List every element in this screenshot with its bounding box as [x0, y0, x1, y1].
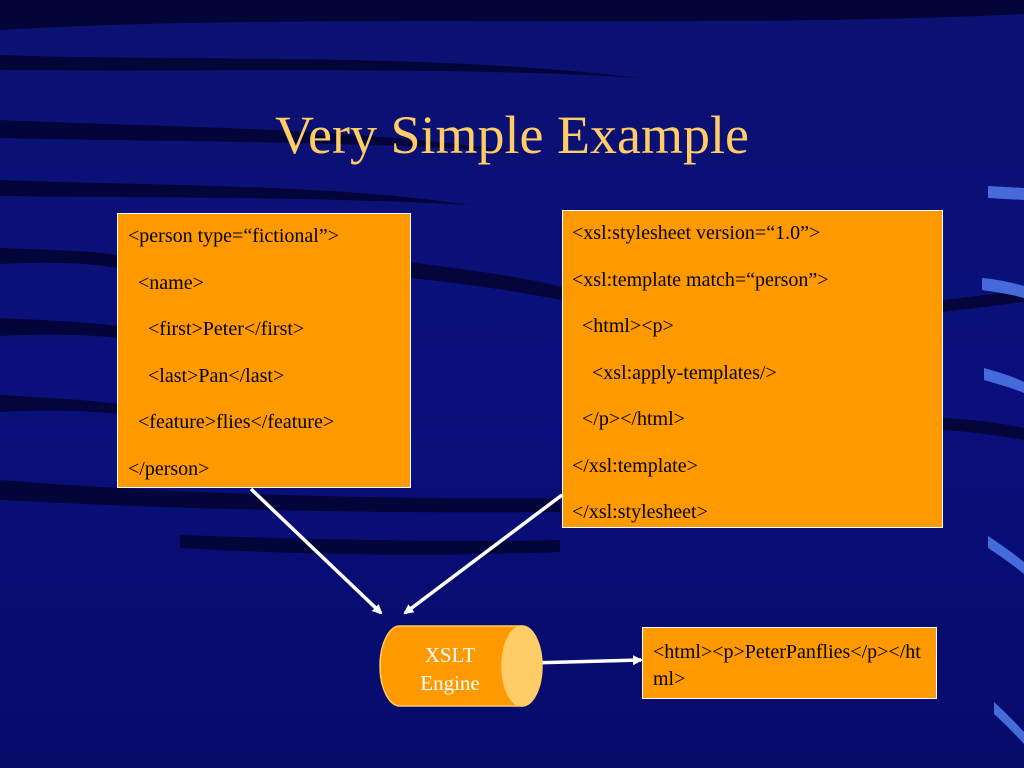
xsl-line: </xsl:stylesheet> — [572, 501, 708, 523]
xslt-engine-label: XSLT Engine — [392, 641, 508, 697]
xsl-line: </p></html> — [572, 408, 685, 430]
xsl-line: </xsl:template> — [572, 454, 698, 477]
xml-line: <name> — [128, 271, 204, 294]
xsl-line: <html><p> — [572, 315, 674, 337]
slide-title: Very Simple Example — [275, 105, 749, 165]
xsl-line: <xsl:template match=“person”> — [572, 268, 829, 291]
xml-line: </person> — [128, 457, 210, 480]
engine-label-line2: Engine — [420, 671, 480, 695]
xml-line: <person type=“fictional”> — [128, 225, 339, 247]
html-output-box: <html><p>PeterPanflies</p></html> — [642, 627, 937, 699]
xsl-line: <xsl:apply-templates/> — [572, 361, 777, 384]
xml-source-box: <person type=“fictional”> <name> <first>… — [117, 213, 411, 488]
output-text: <html><p>PeterPanflies</p></html> — [653, 641, 921, 690]
xsl-line: <xsl:stylesheet version=“1.0”> — [572, 222, 821, 244]
engine-label-line1: XSLT — [424, 643, 476, 667]
xml-line: <last>Pan</last> — [128, 364, 285, 387]
xml-line: <first>Peter</first> — [128, 318, 305, 340]
xml-line: <feature>flies</feature> — [128, 411, 335, 433]
xsl-stylesheet-box: <xsl:stylesheet version=“1.0”> <xsl:temp… — [562, 210, 943, 528]
